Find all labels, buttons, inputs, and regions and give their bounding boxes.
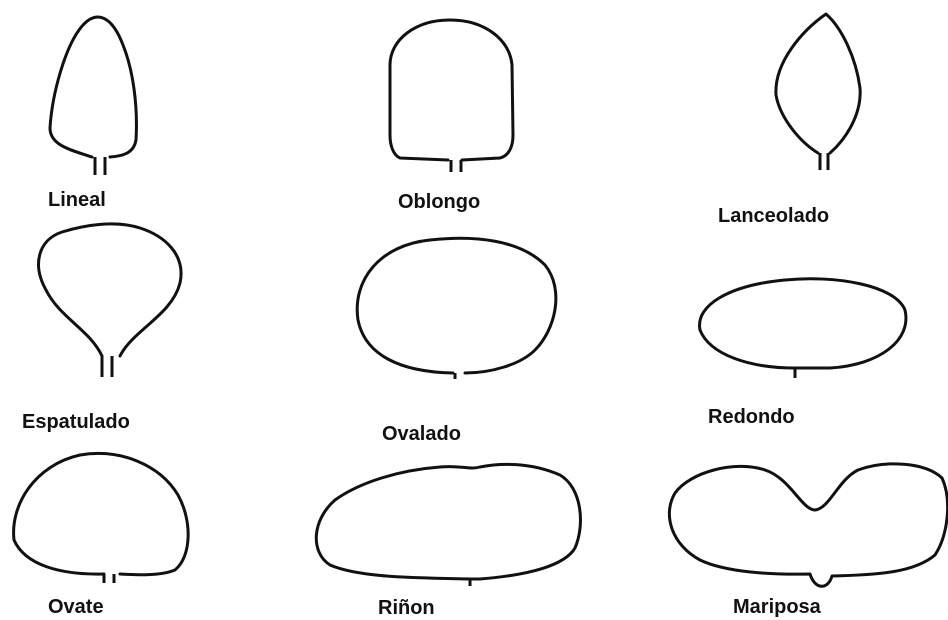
mariposa-shape: [669, 464, 947, 586]
redondo-shape: [700, 279, 906, 378]
label-espatulado: Espatulado: [22, 412, 130, 432]
label-redondo: Redondo: [708, 407, 795, 427]
label-oblongo: Oblongo: [398, 192, 480, 212]
label-rinon: Riñon: [378, 598, 435, 618]
lanceolado-shape: [776, 14, 860, 170]
label-lanceolado: Lanceolado: [718, 206, 829, 226]
rinon-shape: [316, 464, 580, 586]
label-ovate: Ovate: [48, 597, 104, 617]
label-ovalado: Ovalado: [382, 424, 461, 444]
label-lineal: Lineal: [48, 190, 106, 210]
label-mariposa: Mariposa: [733, 597, 821, 617]
oblongo-shape: [390, 20, 513, 172]
espatulado-shape: [39, 224, 181, 377]
ovate-shape: [14, 453, 189, 583]
ovalado-shape: [357, 238, 556, 379]
lineal-shape: [50, 17, 136, 175]
